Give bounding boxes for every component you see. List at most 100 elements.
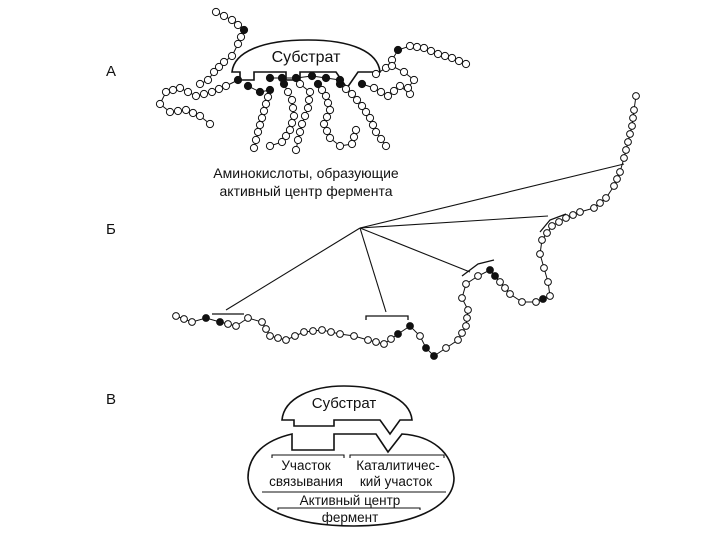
amino-acid-bead [291,145,301,155]
amino-acid-bead [323,98,333,108]
amino-acid-bead [630,106,638,114]
active-amino-acid-bead [265,85,275,95]
amino-acid-bead [188,108,198,118]
amino-acid-bead [576,208,584,216]
amino-acid-bead [181,105,191,115]
active-amino-acid-bead [313,79,323,89]
amino-acid-bead [532,298,540,306]
amino-acid-bead [232,322,240,330]
bracket [365,315,409,320]
amino-acid-bead [409,75,419,85]
active-amino-acid-bead [406,322,414,330]
amino-acid-bead [389,86,399,96]
amino-acid-bead [295,79,305,89]
amino-acid-bead [219,57,229,67]
amino-acid-bead [347,139,357,149]
panel-b-letter: Б [106,221,116,238]
amino-acid-bead [555,218,563,226]
amino-acid-bead [371,69,381,79]
active-amino-acid-bead [255,87,265,97]
panel-v-substrate-label: Субстрат [312,395,377,412]
active-amino-acid-bead [265,73,275,83]
amino-acid-bead [227,51,237,61]
amino-acid-bead [626,130,634,138]
amino-acid-bead [395,81,405,91]
amino-acid-bead [172,312,180,320]
panel-a: А Субстрат Аминокислоты, образующие акти… [106,7,471,199]
catalytic-site-label-line-1: Каталитичес- [356,458,440,473]
amino-acid-bead [258,318,266,326]
amino-acid-bead [277,137,287,147]
amino-acid-bead [214,84,224,94]
amino-acid-bead [207,87,217,97]
amino-acid-bead [287,118,297,128]
amino-acid-bead [369,83,379,93]
amino-acid-bead [227,15,237,25]
amino-acid-bead [610,182,618,190]
active-amino-acid-bead [277,73,287,83]
binding-site-bracket [271,454,345,458]
amino-acid-bead [266,332,274,340]
amino-acid-bead [616,168,624,176]
active-amino-acid-bead [430,352,438,360]
amino-acid-bead [461,59,471,69]
panel-a-substrate-label: Субстрат [272,49,341,66]
amino-acid-bead [361,107,371,117]
active-amino-acid-bead [335,75,345,85]
amino-acid-bead [318,326,326,334]
active-amino-acid-bead [394,330,402,338]
binding-site-label-line-2: связывания [269,474,343,489]
amino-acid-bead [325,133,335,143]
amino-acid-bead [371,127,381,137]
amino-acid-bead [262,325,270,333]
amino-acid-bead [629,114,637,122]
amino-acid-bead [632,92,640,100]
active-amino-acid-bead [233,75,243,85]
amino-acid-bead [293,135,303,145]
caption-line-1: Аминокислоты, образующие [213,165,399,181]
amino-acid-bead [180,315,188,323]
amino-acid-bead [458,294,466,302]
amino-acid-bead [195,79,205,89]
amino-acid-bead [300,328,308,336]
amino-acid-bead [462,322,470,330]
amino-acid-bead [351,125,361,135]
amino-acid-bead [335,141,345,151]
amino-acid-bead [257,113,267,123]
amino-acid-bead [195,111,205,121]
amino-acid-bead [285,125,295,135]
amino-acid-bead [590,204,598,212]
amino-acid-bead [283,87,293,97]
active-amino-acid-bead [243,81,253,91]
active-amino-acid-bead [202,314,210,322]
amino-acid-bead [546,292,554,300]
active-center-label: Активный центр [300,493,401,508]
amino-acid-bead [602,194,610,202]
amino-acid-bead [624,138,632,146]
amino-acid-bead [622,146,630,154]
amino-acid-bead [317,85,327,95]
amino-acid-bead [372,338,380,346]
amino-acid-bead [251,135,261,145]
amino-acid-bead [501,284,509,292]
amino-acid-bead [168,85,178,95]
amino-acid-bead [442,344,450,352]
bracket [461,259,495,277]
amino-acid-bead [209,67,219,77]
amino-acid-bead [336,330,344,338]
amino-acid-bead [341,84,351,94]
amino-acid-bead [191,91,201,101]
amino-acid-bead [322,126,332,136]
amino-acid-bead [518,298,526,306]
pointer-line [359,227,387,313]
amino-acid-bead [233,39,243,49]
amino-acid-bead [474,272,482,280]
amino-acid-bead [538,236,546,244]
amino-acid-bead [263,92,273,102]
amino-acid-bead [462,280,470,288]
amino-acid-bead [376,134,386,144]
amino-acid-bead [161,87,171,97]
amino-acid-bead [387,61,397,71]
panel-a-substrate-shape [231,39,381,90]
bracket [539,213,567,233]
